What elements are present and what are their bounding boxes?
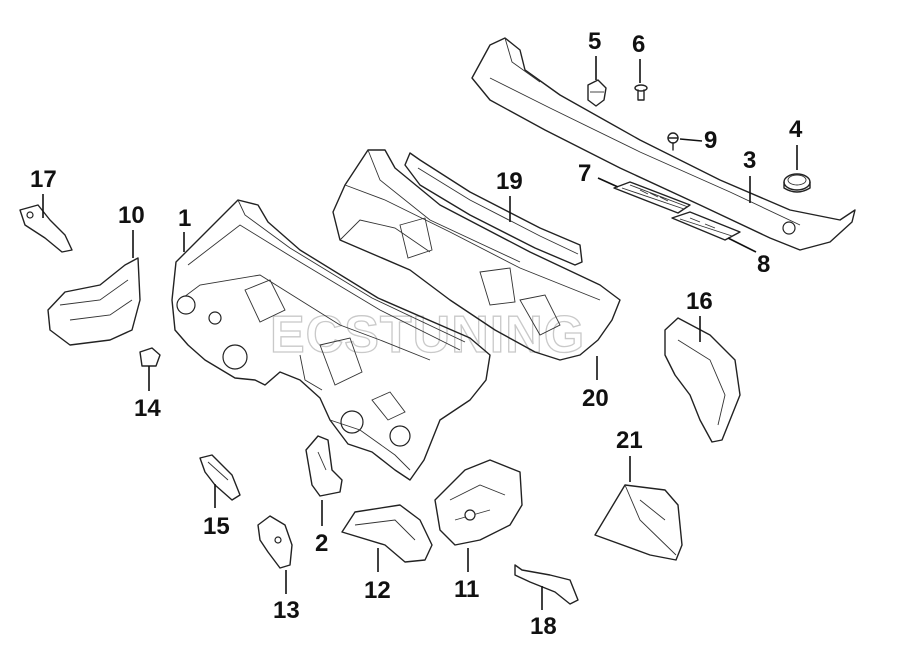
- part-3-cowl-grille: [471, 37, 856, 251]
- svg-text:1: 1: [178, 205, 191, 232]
- callout-16: 16: [686, 288, 713, 342]
- svg-text:21: 21: [616, 427, 643, 454]
- callout-12: 12: [364, 548, 391, 604]
- callout-9: 9: [679, 127, 717, 154]
- watermark: ECSTUNING: [270, 306, 585, 364]
- part-17-bracket: [19, 204, 73, 253]
- callout-20: 20: [582, 356, 609, 412]
- part-6-screw: [634, 84, 648, 101]
- callout-15: 15: [203, 484, 230, 540]
- callout-13: 13: [273, 570, 300, 624]
- svg-text:14: 14: [134, 395, 161, 422]
- part-19-seal-strip: [404, 152, 583, 266]
- callout-10: 10: [118, 202, 145, 258]
- callout-7: 7: [578, 160, 619, 188]
- part-11-bracket: [434, 459, 523, 546]
- callout-11: 11: [454, 548, 479, 603]
- part-7-vent-screen: [613, 181, 691, 214]
- svg-text:9: 9: [704, 127, 717, 154]
- part-14-clip: [139, 347, 161, 367]
- svg-text:7: 7: [578, 160, 591, 187]
- part-10-bracket: [47, 257, 141, 346]
- callout-1: 1: [178, 205, 191, 252]
- svg-text:12: 12: [364, 577, 391, 604]
- part-18-bar: [514, 564, 579, 605]
- callout-6: 6: [632, 31, 645, 83]
- part-4-grommet: [783, 173, 811, 193]
- callout-17: 17: [30, 166, 57, 218]
- part-21-panel: [594, 484, 683, 561]
- svg-text:19: 19: [496, 168, 523, 195]
- callout-5: 5: [588, 28, 601, 80]
- callout-21: 21: [616, 427, 643, 482]
- svg-text:20: 20: [582, 385, 609, 412]
- svg-text:18: 18: [530, 613, 557, 640]
- svg-text:6: 6: [632, 31, 645, 58]
- svg-text:3: 3: [743, 147, 756, 174]
- part-8-vent-screen: [671, 211, 741, 241]
- part-16-bracket: [664, 317, 741, 443]
- part-9-clip: [667, 132, 679, 151]
- callout-18: 18: [530, 586, 557, 640]
- svg-text:5: 5: [588, 28, 601, 55]
- part-1-dash-panel: [171, 199, 491, 481]
- svg-text:4: 4: [789, 116, 803, 143]
- svg-text:2: 2: [315, 530, 328, 557]
- svg-text:11: 11: [454, 576, 479, 603]
- callout-2: 2: [315, 500, 328, 557]
- callout-4: 4: [789, 116, 803, 170]
- callout-19: 19: [496, 168, 523, 222]
- svg-text:15: 15: [203, 513, 230, 540]
- part-5-clip: [587, 79, 607, 107]
- svg-text:10: 10: [118, 202, 145, 229]
- callout-8: 8: [727, 237, 770, 278]
- svg-text:13: 13: [273, 597, 300, 624]
- callout-14: 14: [134, 366, 161, 422]
- part-13-bracket: [257, 515, 293, 569]
- svg-text:17: 17: [30, 166, 57, 193]
- part-15-bracket: [199, 454, 241, 501]
- svg-text:8: 8: [757, 251, 770, 278]
- callout-3: 3: [743, 147, 756, 203]
- svg-text:16: 16: [686, 288, 713, 315]
- part-2-bracket: [305, 435, 343, 497]
- part-20-cowl-panel: [332, 149, 621, 361]
- part-12-reinforcement: [341, 504, 433, 563]
